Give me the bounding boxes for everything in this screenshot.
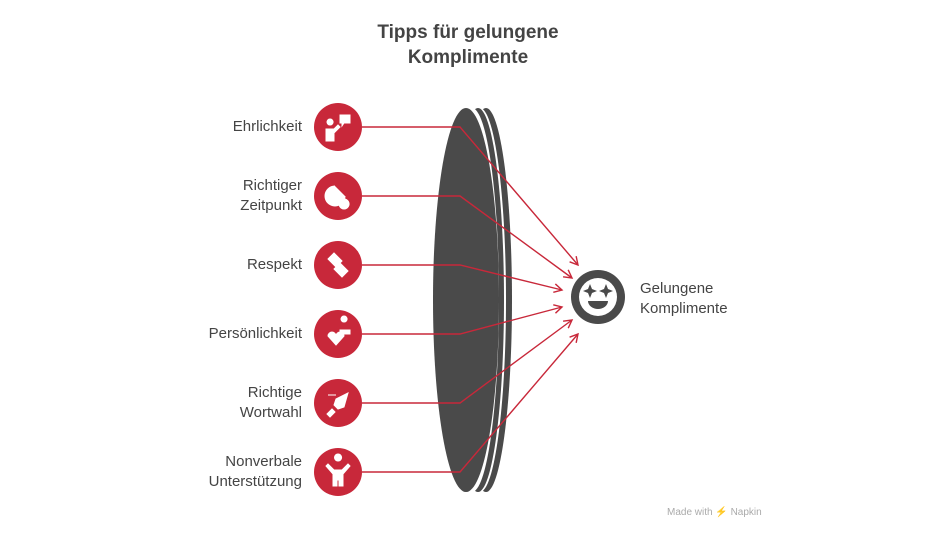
heart-person-icon	[327, 315, 351, 346]
input-label: Richtige Wortwahl	[239, 384, 302, 421]
connector-line	[362, 333, 579, 473]
input-label: Richtiger Zeitpunkt	[240, 177, 302, 214]
speaking-person-icon	[325, 114, 351, 142]
title-line-1: Tipps für gelungene	[377, 22, 559, 43]
person-arms-up-icon	[325, 453, 351, 487]
connector-line	[362, 126, 579, 266]
input-node	[314, 310, 362, 358]
connector-line	[362, 264, 563, 291]
input-label: Persönlichkeit	[208, 325, 302, 342]
arrowhead	[553, 304, 564, 314]
page-title: Tipps für gelungene Komplimente	[300, 20, 636, 70]
arrowhead	[553, 283, 564, 293]
connector-line	[362, 319, 573, 404]
connector-line	[362, 306, 563, 335]
clock-smile-icon	[324, 185, 350, 210]
handshake-icon	[327, 252, 349, 278]
output-label-text: Gelungene Komplimente	[640, 280, 728, 317]
arrowhead	[562, 269, 574, 279]
napkin-credit[interactable]: Made with ⚡ Napkin	[667, 507, 762, 518]
arrowhead	[569, 256, 579, 267]
rocket-icon	[326, 392, 349, 418]
arrowhead	[569, 332, 579, 343]
output-node	[571, 270, 625, 324]
star-eyes-face-icon	[583, 284, 613, 309]
input-label: Respekt	[246, 256, 302, 273]
input-label: Ehrlichkeit	[232, 118, 302, 135]
output-label: Gelungene Komplimente	[640, 279, 750, 319]
input-label: Nonverbale Unterstützung	[208, 453, 302, 490]
input-node	[314, 241, 362, 289]
input-node	[314, 103, 362, 151]
lens	[433, 108, 512, 492]
title-line-2: Komplimente	[407, 47, 529, 68]
input-node	[314, 172, 362, 220]
input-node	[314, 448, 362, 496]
input-node	[314, 379, 362, 427]
arrowhead	[562, 319, 574, 329]
connector-line	[362, 195, 573, 279]
